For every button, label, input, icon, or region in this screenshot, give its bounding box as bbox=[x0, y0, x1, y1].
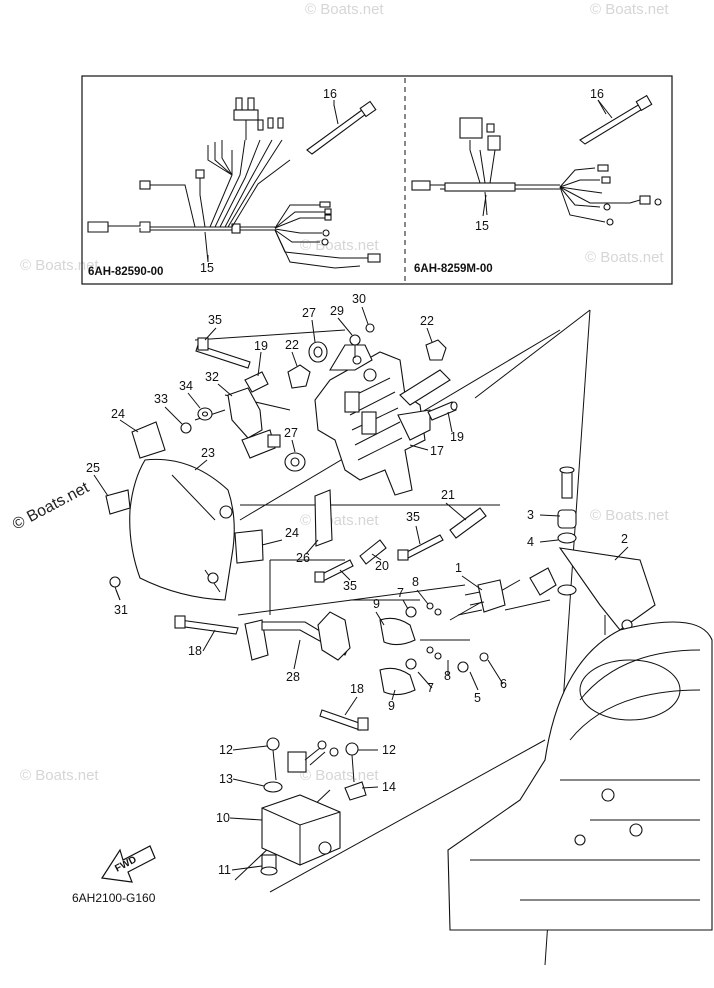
drawing-code: 6AH2100-G160 bbox=[72, 891, 156, 905]
callout-35: 35 bbox=[343, 579, 357, 593]
callout-33: 33 bbox=[154, 392, 168, 406]
watermark: © Boats.net bbox=[20, 767, 99, 784]
inset-left-part-code: 6AH-82590-00 bbox=[88, 266, 163, 278]
callout-32: 32 bbox=[205, 370, 219, 384]
callout-11: 11 bbox=[218, 863, 231, 877]
inset-frame bbox=[81, 75, 673, 285]
callout-24: 24 bbox=[285, 526, 299, 540]
callout-25: 25 bbox=[86, 461, 100, 475]
callout-29: 29 bbox=[330, 304, 344, 318]
callout-15: 15 bbox=[475, 219, 489, 233]
callout-34: 34 bbox=[179, 379, 193, 393]
callout-20: 20 bbox=[375, 559, 389, 573]
callout-12: 12 bbox=[382, 743, 396, 757]
watermark: © Boats.net bbox=[300, 512, 379, 529]
inset-left-wire-harness bbox=[87, 97, 381, 269]
leader-lines bbox=[93, 99, 629, 871]
callout-24: 24 bbox=[111, 407, 125, 421]
callout-5: 5 bbox=[474, 691, 481, 705]
callout-7: 7 bbox=[397, 586, 404, 600]
callout-14: 14 bbox=[382, 780, 396, 794]
callout-19: 19 bbox=[254, 339, 268, 353]
callout-28: 28 bbox=[286, 670, 300, 684]
callout-10: 10 bbox=[216, 811, 230, 825]
callout-8: 8 bbox=[412, 575, 419, 589]
watermark: © Boats.net bbox=[585, 249, 664, 266]
callout-31: 31 bbox=[114, 603, 128, 617]
callout-7: 7 bbox=[427, 681, 434, 695]
inset-right-part-code: 6AH-8259M-00 bbox=[414, 263, 493, 275]
callout-30: 30 bbox=[352, 292, 366, 306]
callout-27: 27 bbox=[284, 426, 298, 440]
callout-22: 22 bbox=[285, 338, 299, 352]
callout-4: 4 bbox=[527, 535, 534, 549]
callout-15: 15 bbox=[200, 261, 214, 275]
callout-9: 9 bbox=[388, 699, 395, 713]
main-assembly bbox=[105, 309, 713, 966]
fwd-arrow-icon: FWD bbox=[100, 845, 156, 883]
callout-35: 35 bbox=[208, 313, 222, 327]
watermark: © Boats.net bbox=[590, 507, 669, 524]
callout-18: 18 bbox=[350, 682, 364, 696]
callout-17: 17 bbox=[430, 444, 444, 458]
callout-1: 1 bbox=[455, 561, 462, 575]
watermark: © Boats.net bbox=[300, 237, 379, 254]
callout-27: 27 bbox=[302, 306, 316, 320]
callout-18: 18 bbox=[188, 644, 202, 658]
callout-labels: 1 2 3 4 5 6 7 7 8 8 9 9 10 11 12 12 13 1… bbox=[86, 87, 628, 877]
callout-19: 19 bbox=[450, 430, 464, 444]
callout-12: 12 bbox=[219, 743, 233, 757]
callout-2: 2 bbox=[621, 532, 628, 546]
callout-26: 26 bbox=[296, 551, 310, 565]
callout-21: 21 bbox=[441, 488, 455, 502]
callout-23: 23 bbox=[201, 446, 215, 460]
inset-right-wire-harness bbox=[411, 94, 662, 226]
callout-16: 16 bbox=[590, 87, 604, 101]
callout-3: 3 bbox=[527, 508, 534, 522]
watermark: © Boats.net bbox=[305, 1, 384, 18]
watermark: © Boats.net bbox=[10, 479, 92, 534]
callout-6: 6 bbox=[500, 677, 507, 691]
callout-16: 16 bbox=[323, 87, 337, 101]
watermark: © Boats.net bbox=[590, 1, 669, 18]
callout-22: 22 bbox=[420, 314, 434, 328]
watermark: © Boats.net bbox=[300, 767, 379, 784]
watermark: © Boats.net bbox=[20, 257, 99, 274]
callout-13: 13 bbox=[219, 772, 233, 786]
callout-35: 35 bbox=[406, 510, 420, 524]
callout-9: 9 bbox=[373, 597, 380, 611]
